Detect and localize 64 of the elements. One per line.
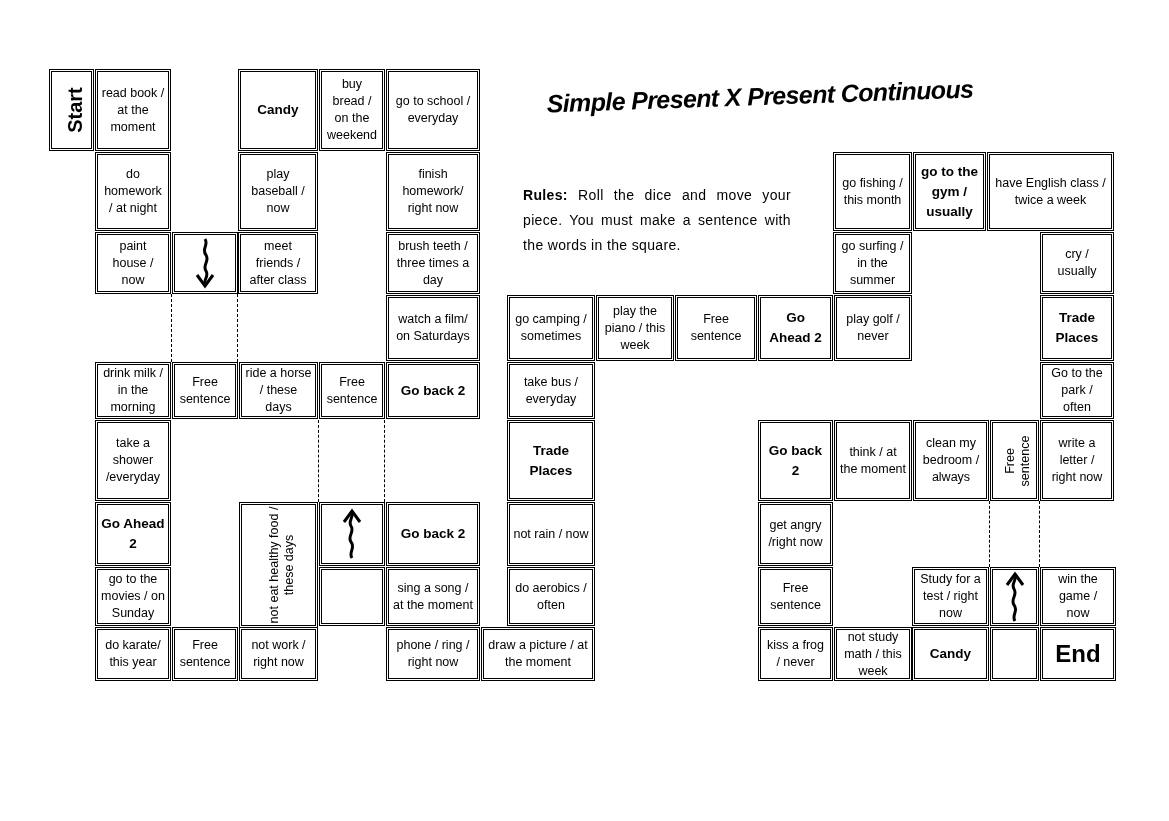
square-text: Go back 2 (399, 525, 467, 543)
square-text: Go back 2 (399, 381, 467, 400)
square-text: go to school / everyday (394, 93, 472, 127)
board-square (834, 627, 912, 681)
square-text: take a shower /everyday (104, 435, 162, 486)
square-text: not rain / now (512, 525, 590, 543)
square-text: Trade Places (1054, 309, 1100, 347)
board-square (239, 502, 318, 628)
square-text: sing a song / at the moment (392, 579, 474, 614)
square-text: Go Ahead 2 (100, 515, 166, 553)
square-text: read book / at the moment (100, 84, 166, 136)
square-text: phone / ring / right now (395, 637, 471, 671)
square-text: not work / right now (250, 637, 307, 671)
square-text: ride a horse / these days (244, 365, 313, 416)
square-text: win the game / now (1057, 571, 1099, 622)
square-text: do homework / at night (103, 166, 163, 217)
square-text: paint house / now (111, 237, 155, 289)
square-text: Free sentence (689, 311, 743, 345)
square-text: watch a film/ on Saturdays (395, 311, 471, 345)
square-text: do aerobics / often (514, 579, 588, 614)
square-text: Candy (256, 101, 300, 119)
title: Simple Present X Present Continuous (545, 73, 975, 120)
square-text: go to the gym / usually (920, 162, 979, 221)
square-text: Free sentence (178, 373, 232, 408)
rules-text: Rules: Roll the dice and move your piece. You must make a sentence with the words in the square. (523, 186, 791, 255)
square-text: Trade Places (528, 441, 574, 480)
square-text: Go to the park / often (1050, 365, 1104, 416)
board-square (239, 627, 318, 681)
square-text: go camping / sometimes (514, 311, 588, 345)
square-text: do karate/ this year (104, 637, 162, 671)
square-text: Go back 2 (767, 441, 824, 480)
board-square (238, 232, 318, 294)
square-text: cry / usually (1056, 246, 1098, 280)
square-text: drink milk / in the morning (102, 365, 164, 416)
square-text: play the piano / this week (603, 302, 667, 354)
square-text: write a letter / right now (1050, 435, 1104, 486)
square-text: get angry /right now (767, 517, 824, 551)
square-text: kiss a frog / never (766, 637, 825, 671)
square-text: meet friends / after class (248, 237, 308, 289)
square-text: have English class / twice a week (994, 174, 1107, 209)
square-text: Free sentence (769, 579, 822, 614)
square-text: Candy (928, 645, 973, 663)
square-text: Free sentence (325, 373, 379, 408)
square-text: End (1054, 641, 1102, 667)
square-text: Free sentence (1002, 434, 1033, 488)
square-text: Start (63, 86, 86, 135)
square-text: Study for a test / right now (919, 571, 982, 622)
square-text: clean my bedroom / always (921, 435, 981, 486)
square-text: not study math / this week (843, 628, 903, 680)
square-text: Go Ahead 2 (768, 309, 823, 347)
square-text: buy bread / on the weekend (325, 76, 378, 144)
square-text: not eat healthy food / these days (266, 506, 297, 624)
square-text: play golf / never (845, 311, 901, 345)
square-text: play baseball / now (250, 166, 306, 217)
square-text: go to the movies / on Sunday (100, 571, 166, 622)
board-square (49, 69, 94, 151)
square-text: Free sentence (178, 637, 232, 671)
square-text: think / at the moment (839, 443, 907, 478)
square-text: go fishing / this month (841, 174, 904, 209)
square-text: brush teeth / three times a day (395, 237, 471, 289)
square-text: take bus / everyday (522, 373, 580, 408)
square-text: go surfing / in the summer (840, 237, 905, 289)
square-text: draw a picture / at the moment (487, 637, 589, 671)
square-text: finish homework/ right now (401, 166, 465, 217)
